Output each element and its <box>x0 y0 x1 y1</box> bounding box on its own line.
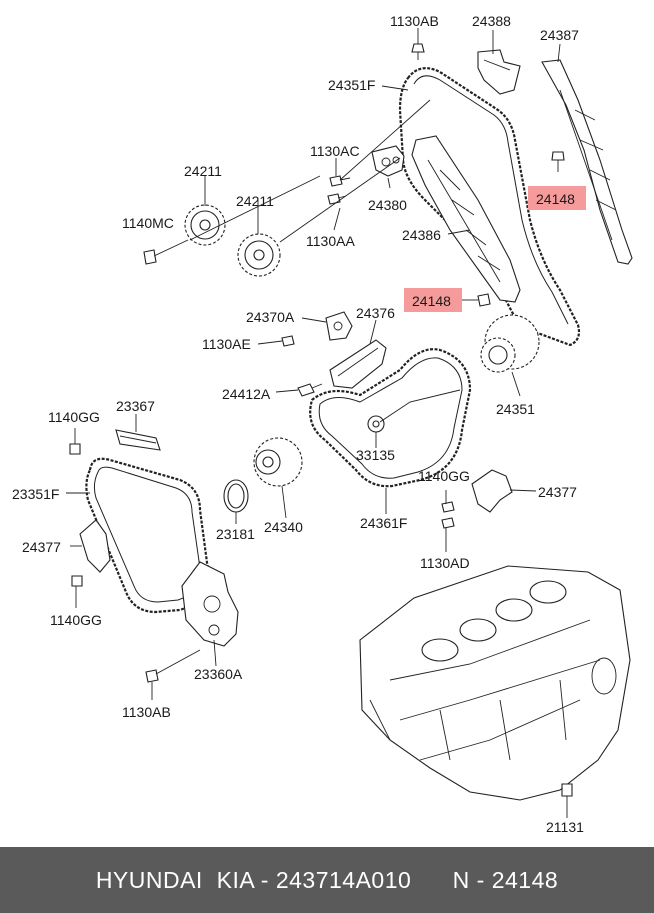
bolt-1130AB-bottom <box>145 649 201 683</box>
label-24387: 24387 <box>540 27 579 43</box>
lower-chain-guide <box>329 339 387 389</box>
label-1130AE: 1130AE <box>202 336 251 352</box>
label-24377-left: 24377 <box>22 539 61 555</box>
hydraulic-tensioner <box>325 311 353 341</box>
bolt-1130AE <box>281 335 295 347</box>
bolt-24148-left <box>477 293 491 307</box>
bolt-1140GG-top-left <box>69 443 81 455</box>
leader-lines <box>66 28 561 700</box>
label-24377-right: 24377 <box>538 484 577 500</box>
footer-reference-number: N - 24148 <box>452 866 559 893</box>
label-24211-a: 24211 <box>184 163 222 179</box>
label-1130AD: 1130AD <box>420 555 470 571</box>
camshaft-sprocket-left <box>184 204 226 246</box>
label-1130AB-bottom: 1130AB <box>122 704 171 720</box>
bolt-1140GG-right <box>441 501 455 513</box>
label-24376: 24376 <box>356 305 395 321</box>
footer-bar: HYUNDAI KIA - 243714A010 N - 24148 <box>0 847 654 913</box>
upper-chain-guide-bracket <box>477 49 521 95</box>
label-1130AC: 1130AC <box>310 143 360 159</box>
o-ring <box>223 479 249 513</box>
highlight-24148-right <box>528 186 586 210</box>
label-23181: 23181 <box>216 526 255 542</box>
bolt-1130AC <box>329 175 351 187</box>
intermediate-sprocket <box>480 314 540 373</box>
label-1140MC: 1140MC <box>122 215 174 231</box>
label-24211-b: 24211 <box>236 193 274 209</box>
label-1140GG-top-left: 1140GG <box>48 409 100 425</box>
bolt-1130AD <box>441 517 455 529</box>
label-23360A: 23360A <box>194 666 243 682</box>
small-tensioner <box>371 145 405 177</box>
label-1130AA: 1130AA <box>306 233 355 249</box>
label-21131: 21131 <box>546 819 584 835</box>
chain-tensioner-arm <box>411 135 521 303</box>
bolt-24148-right <box>551 151 565 172</box>
timing-chain-parts-diagram: 1130AB 24388 24387 24351F 1130AC 24211 2… <box>12 13 633 835</box>
camshaft-sprocket-right <box>237 233 281 277</box>
bolt-21131 <box>561 783 573 818</box>
label-33135: 33135 <box>356 447 395 463</box>
crankshaft-sprocket <box>253 437 303 487</box>
footer-spacer <box>411 867 452 894</box>
footer-brand-part-number: HYUNDAI KIA - 243714A010 <box>95 866 412 893</box>
part-labels: 1130AB 24388 24387 24351F 1130AC 24211 2… <box>12 13 584 835</box>
label-24351: 24351 <box>496 401 535 417</box>
label-24351F: 24351F <box>328 77 375 93</box>
chain-guide-left <box>79 519 111 573</box>
label-23367: 23367 <box>116 398 155 414</box>
bolt-1140MC <box>143 239 189 265</box>
label-1140GG-right: 1140GG <box>418 468 470 484</box>
label-24380: 24380 <box>368 197 407 213</box>
highlight-24148-left <box>404 288 462 312</box>
label-1140GG-bottom-left: 1140GG <box>50 612 102 628</box>
oil-pump-chain-guide <box>115 429 161 451</box>
label-24412A: 24412A <box>222 386 271 402</box>
label-24370A: 24370A <box>246 309 295 325</box>
label-23351F: 23351F <box>12 486 59 502</box>
upper-timing-chain <box>398 67 581 347</box>
label-24340: 24340 <box>264 519 303 535</box>
label-24386: 24386 <box>402 227 441 243</box>
chain-guide-right <box>471 469 513 513</box>
label-24388: 24388 <box>472 13 511 29</box>
label-24148-right: 24148 <box>536 191 575 207</box>
bolt-24412A <box>297 383 323 397</box>
label-24148-left: 24148 <box>412 293 451 309</box>
label-24361F: 24361F <box>360 515 407 531</box>
oil-pump <box>181 561 239 647</box>
chain-guide-long <box>541 59 633 265</box>
lower-timing-chain <box>309 348 472 488</box>
bolt-1130AB-top <box>411 43 425 60</box>
label-1130AB-top: 1130AB <box>390 13 439 29</box>
bolt-1140GG-bottom-left <box>71 575 83 587</box>
nut-33135 <box>367 415 385 433</box>
engine-block <box>359 565 631 801</box>
